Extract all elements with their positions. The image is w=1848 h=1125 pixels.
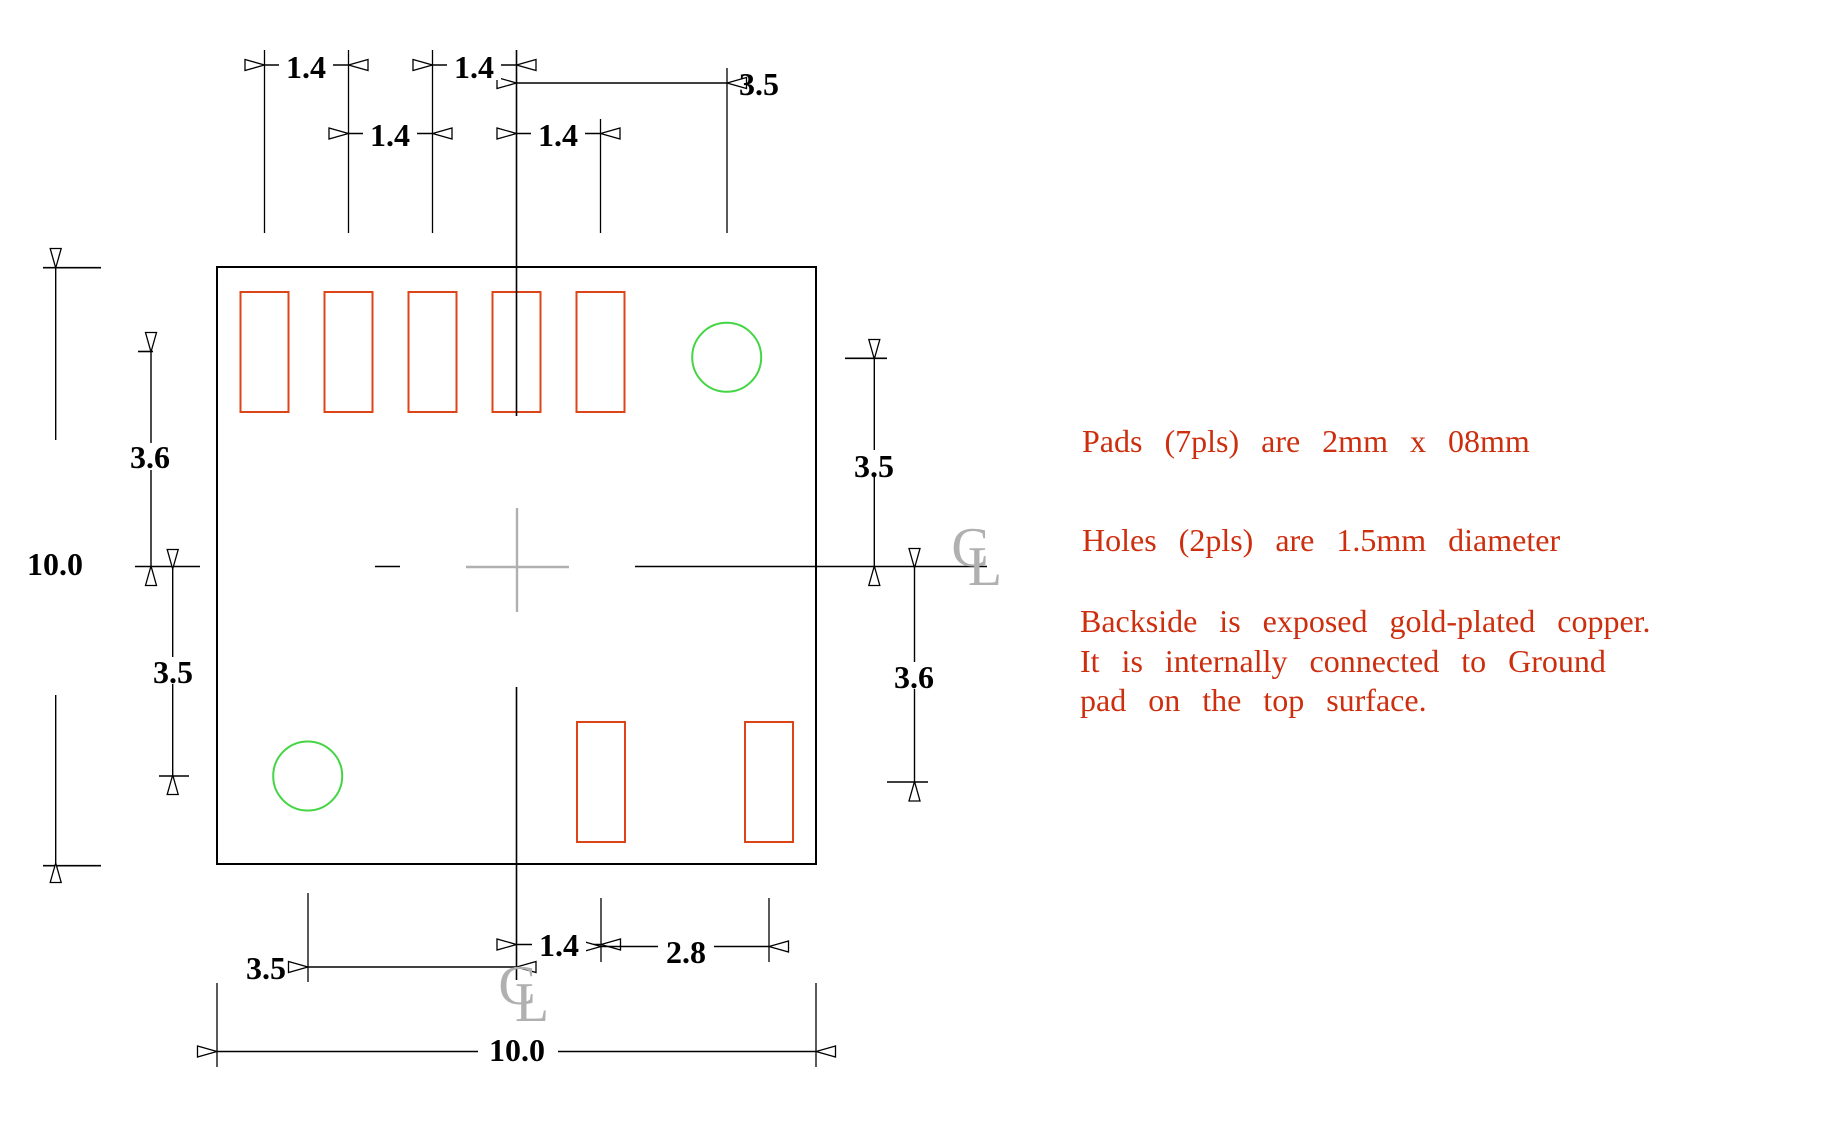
pad-5 — [575, 291, 626, 413]
notes-block: Pads (7pls) are 2mm x 08mm Holes (2pls) … — [1080, 423, 1651, 718]
package-outline-group — [135, 50, 987, 980]
dim-label-bottom-hole-x: 3.5 — [246, 950, 286, 986]
dim-label-top-hole-x: 3.5 — [739, 66, 779, 102]
note-backside-line3: pad on the top surface. — [1080, 682, 1427, 718]
note-backside-line1: Backside is exposed gold-plated copper. — [1080, 603, 1651, 639]
dimension-labels: 1.4 1.4 1.4 1.4 3.5 10.0 3.6 3.5 3.5 3.6… — [27, 49, 940, 1068]
dim-label-bottom-hole-y: 3.5 — [153, 654, 193, 690]
dim-label-bottom-pads-pitch: 2.8 — [666, 934, 706, 970]
dim-label-top-pitch-r1a: 1.4 — [286, 49, 326, 85]
hole-bottom-left — [272, 740, 344, 812]
dim-label-overall-height: 10.0 — [27, 546, 83, 582]
centerline-symbol-right-c: C — [951, 517, 988, 579]
centerline-symbol-bottom-c: C — [498, 955, 535, 1017]
pad-7 — [744, 721, 794, 843]
centerline-symbol-right-l: L — [968, 536, 1002, 598]
hole-top-right — [691, 321, 763, 393]
dim-label-top-pitch-r2b: 1.4 — [538, 117, 578, 153]
dim-label-top-pads-y: 3.6 — [130, 439, 170, 475]
dim-label-top-pitch-r2a: 1.4 — [370, 117, 410, 153]
dim-label-bottom-pads-y: 3.6 — [894, 659, 934, 695]
dim-label-top-hole-y: 3.5 — [854, 448, 894, 484]
dim-label-top-pitch-r1b: 1.4 — [454, 49, 494, 85]
note-holes-size: Holes (2pls) are 1.5mm diameter — [1082, 522, 1560, 558]
pad-1 — [239, 291, 290, 413]
extension-lines — [43, 50, 928, 1067]
dimension-lines — [56, 65, 915, 1052]
pad-6 — [576, 721, 626, 843]
centerline-symbol-bottom-l: L — [515, 972, 549, 1034]
pad-3 — [407, 291, 458, 413]
dim-label-bottom-pad1-x: 1.4 — [539, 927, 579, 963]
note-pads-size: Pads (7pls) are 2mm x 08mm — [1082, 423, 1530, 459]
pad-2 — [323, 291, 374, 413]
centerline-symbols: C L C L — [498, 517, 1002, 1034]
note-backside-line2: It is internally connected to Ground — [1080, 643, 1606, 679]
dim-label-overall-width: 10.0 — [489, 1032, 545, 1068]
